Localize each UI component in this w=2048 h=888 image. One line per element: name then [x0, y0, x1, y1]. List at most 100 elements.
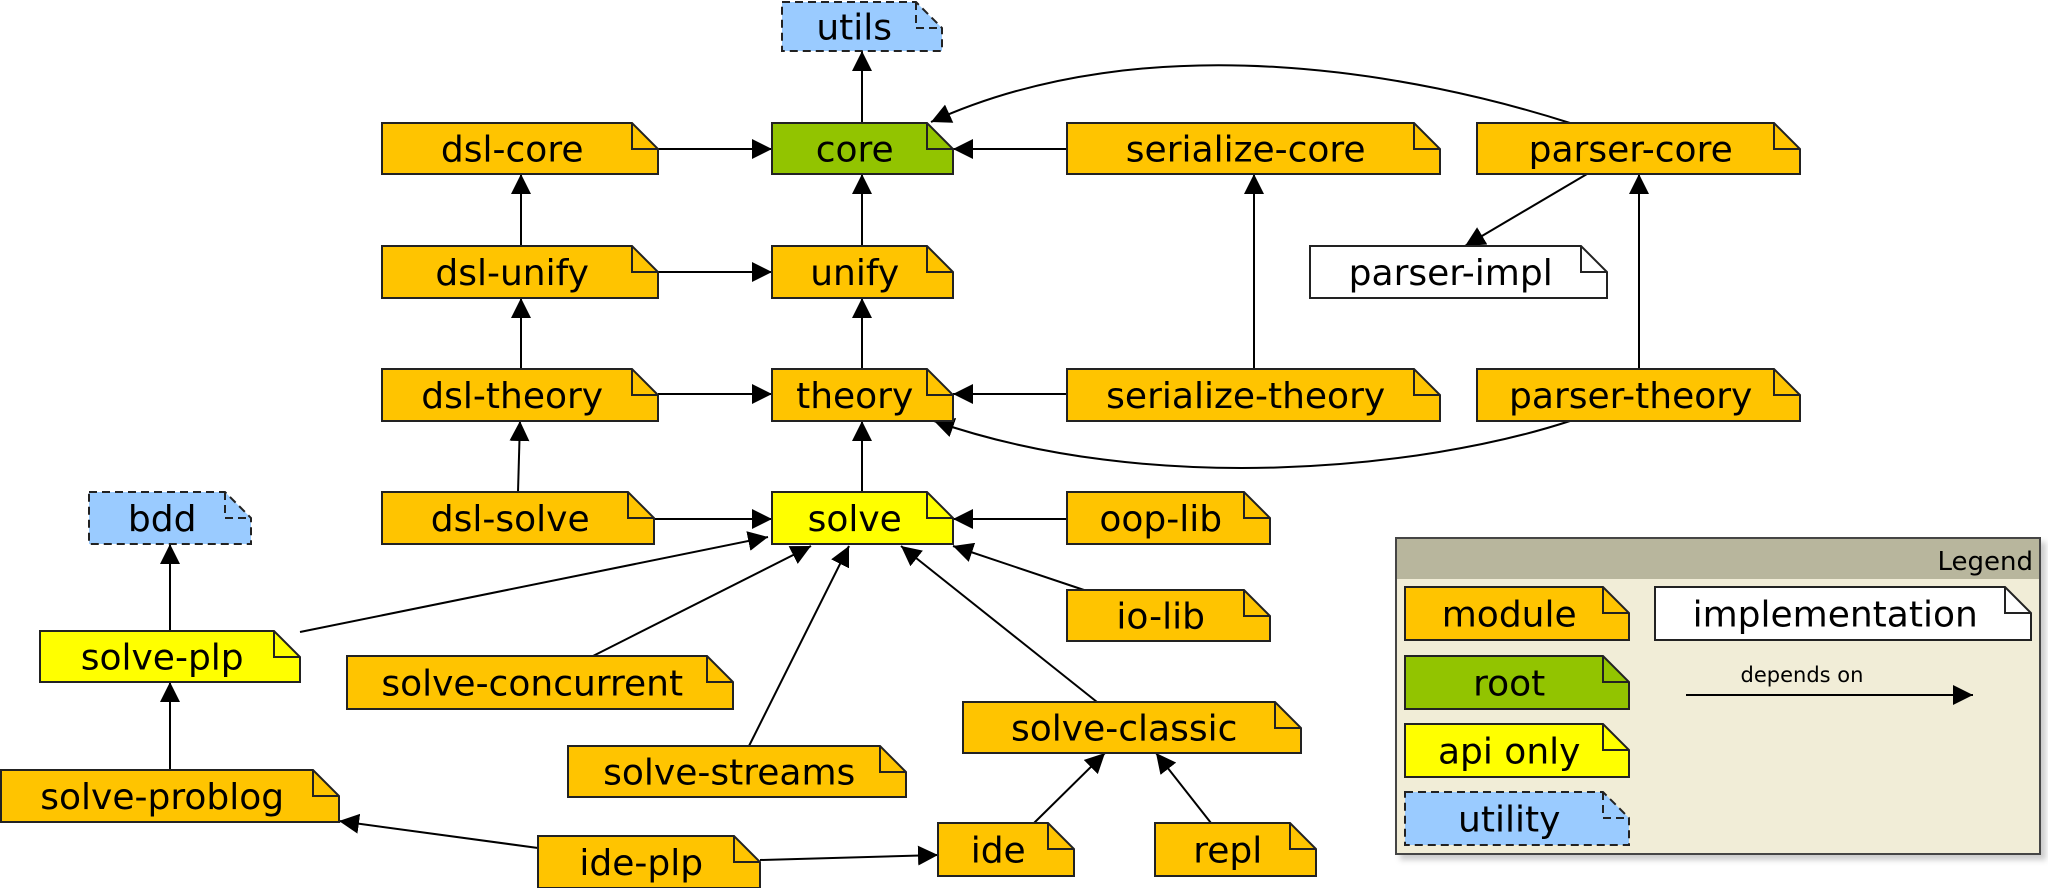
- solve-streams-box: [567, 745, 907, 798]
- solve-node: solve: [771, 491, 954, 545]
- legend-utility-label: utility: [1458, 800, 1560, 841]
- dsl-solve-label: dsl-solve: [431, 499, 590, 540]
- serialize-core-box: [1066, 122, 1441, 175]
- solve-problog-node: solve-problog: [0, 769, 340, 823]
- io-lib-box: [1066, 589, 1271, 642]
- legend-items: module root api only utility implementation: [1404, 586, 2032, 846]
- legend-utility-box: [1404, 791, 1630, 846]
- core-node: core: [771, 122, 954, 175]
- serialize-theory-fold: [1413, 369, 1440, 396]
- theory-node: theory: [771, 368, 954, 422]
- solve-problog-fold: [312, 770, 339, 797]
- solve-fold: [926, 492, 953, 519]
- serialize-theory-node: serialize-theory: [1066, 368, 1441, 422]
- bdd-fold: [224, 492, 251, 519]
- serialize-theory-label: serialize-theory: [1106, 376, 1385, 417]
- repl-box: [1154, 822, 1317, 877]
- utils-label: utils: [816, 8, 892, 49]
- solve-concurrent-label: solve-concurrent: [381, 664, 683, 705]
- edge-parser-core-to-parser-impl: [1464, 173, 1588, 247]
- legend-utility-fold: [1602, 792, 1629, 819]
- legend-implementation-box: [1654, 586, 2032, 641]
- legend-api-only-label: api only: [1438, 732, 1581, 773]
- utils-node: utils: [781, 1, 943, 52]
- edge-ide-to-solve-classic: [1033, 752, 1106, 824]
- legend-api-only-fold: [1602, 724, 1629, 751]
- solve-plp-node: solve-plp: [39, 630, 301, 683]
- solve-classic-label: solve-classic: [1011, 709, 1237, 750]
- core-fold: [926, 123, 953, 150]
- repl-label: repl: [1193, 831, 1262, 872]
- solve-label: solve: [808, 499, 902, 540]
- dsl-core-fold: [631, 123, 658, 150]
- dependency-edges: [160, 51, 1649, 866]
- dsl-unify-fold: [631, 246, 658, 273]
- utils-box: [781, 1, 943, 52]
- legend-module-box: [1404, 586, 1630, 641]
- io-lib-fold: [1243, 590, 1270, 617]
- edge-dsl-solve-to-dsl-theory: [509, 420, 530, 493]
- edge-parser-theory-to-theory: [933, 418, 1571, 469]
- legend-title: Legend: [1937, 547, 2033, 577]
- core-box: [771, 122, 954, 175]
- solve-plp-label: solve-plp: [81, 638, 244, 679]
- solve-classic-box: [962, 701, 1302, 754]
- parser-theory-box: [1476, 368, 1801, 422]
- parser-impl-node: parser-impl: [1309, 245, 1608, 299]
- solve-plp-fold: [273, 631, 300, 658]
- dsl-theory-box: [381, 368, 659, 422]
- solve-problog-label: solve-problog: [40, 777, 284, 818]
- edge-solve-classic-to-solve: [900, 545, 1098, 703]
- dsl-unify-node: dsl-unify: [381, 245, 659, 299]
- ide-box: [937, 822, 1075, 877]
- legend-implementation-node: implementation: [1654, 586, 2032, 641]
- dsl-core-node: dsl-core: [381, 122, 659, 175]
- legend-root-node: root: [1404, 655, 1630, 710]
- edge-ide-plp-to-solve-problog: [338, 813, 539, 849]
- io-lib-node: io-lib: [1066, 589, 1271, 642]
- parser-theory-fold: [1773, 369, 1800, 396]
- edge-solve-concurrent-to-solve: [592, 545, 812, 657]
- serialize-core-fold: [1413, 123, 1440, 150]
- solve-problog-box: [0, 769, 340, 823]
- solve-plp-box: [39, 630, 301, 683]
- dsl-unify-box: [381, 245, 659, 299]
- repl-fold: [1289, 823, 1316, 850]
- legend-api-only-node: api only: [1404, 723, 1630, 778]
- edge-solve-plp-to-solve: [299, 531, 769, 633]
- unify-fold: [926, 246, 953, 273]
- legend-root-label: root: [1473, 664, 1545, 705]
- dsl-solve-node: dsl-solve: [381, 491, 655, 545]
- solve-classic-node: solve-classic: [962, 701, 1302, 754]
- solve-concurrent-fold: [706, 656, 733, 683]
- legend-implementation-label: implementation: [1693, 595, 1978, 636]
- legend-header: [1397, 539, 2039, 579]
- parser-core-fold: [1773, 123, 1800, 150]
- legend-module-label: module: [1442, 595, 1577, 636]
- parser-core-box: [1476, 122, 1801, 175]
- solve-classic-fold: [1274, 702, 1301, 729]
- parser-core-label: parser-core: [1529, 130, 1733, 171]
- legend-root-box: [1404, 655, 1630, 710]
- dsl-theory-fold: [631, 369, 658, 396]
- core-label: core: [816, 130, 894, 171]
- parser-impl-box: [1309, 245, 1608, 299]
- legend-implementation-fold: [2004, 587, 2031, 614]
- legend-arrow-label: depends on: [1741, 663, 1864, 687]
- bdd-box: [88, 491, 252, 545]
- legend-panel: Legend module root api only utility implemen…: [1395, 537, 2041, 855]
- solve-concurrent-node: solve-concurrent: [346, 655, 734, 710]
- oop-lib-label: oop-lib: [1099, 499, 1222, 540]
- repl-node: repl: [1154, 822, 1317, 877]
- parser-theory-node: parser-theory: [1476, 368, 1801, 422]
- ide-plp-box: [537, 835, 761, 888]
- legend-module-node: module: [1404, 586, 1630, 641]
- dsl-unify-label: dsl-unify: [435, 253, 589, 294]
- dsl-solve-fold: [627, 492, 654, 519]
- solve-box: [771, 491, 954, 545]
- oop-lib-fold: [1243, 492, 1270, 519]
- unify-box: [771, 245, 954, 299]
- dsl-theory-label: dsl-theory: [421, 376, 603, 417]
